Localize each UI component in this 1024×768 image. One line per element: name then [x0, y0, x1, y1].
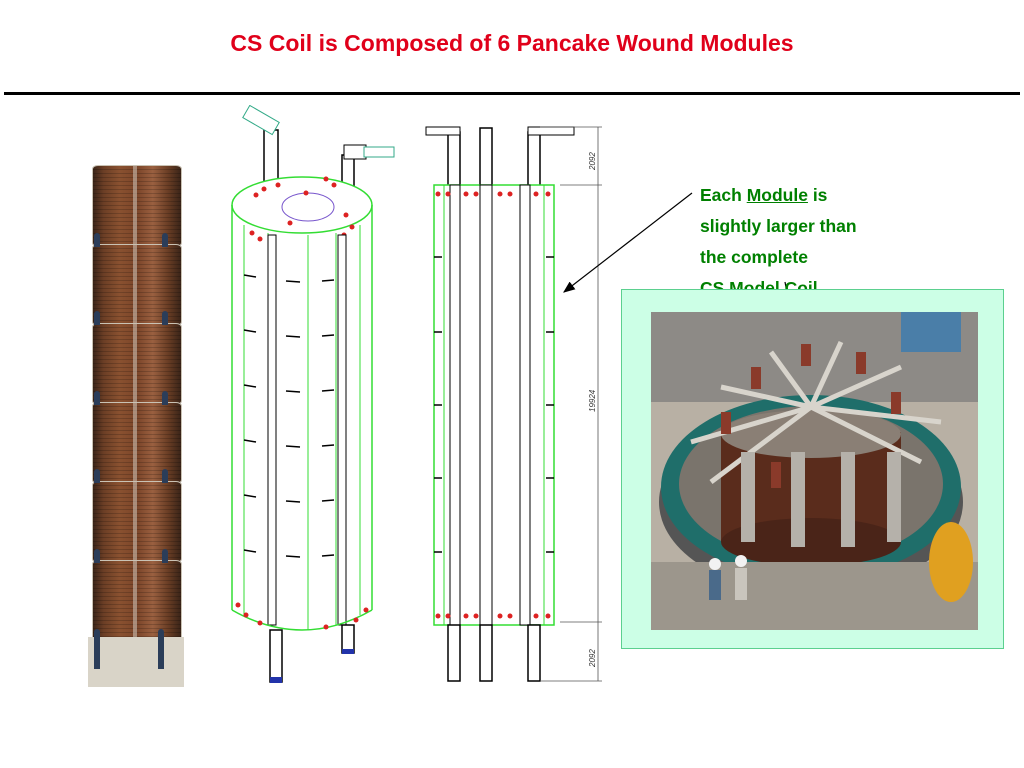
- person-figure: [162, 311, 168, 325]
- person-figure: [94, 311, 100, 325]
- callout-line-3: the complete: [700, 247, 808, 267]
- person-figure: [158, 629, 164, 669]
- person-figure: [162, 233, 168, 247]
- person-figure: [94, 549, 100, 563]
- dimension-top-label: 2092: [588, 152, 597, 171]
- module-photo-2: [92, 244, 182, 326]
- person-figure: [94, 391, 100, 405]
- module-link-text: Module: [746, 185, 808, 205]
- module-photo-6: [92, 560, 182, 642]
- person-figure: [94, 233, 100, 247]
- model-coil-illustration: [651, 312, 978, 630]
- dimension-total-label: 19924: [588, 389, 597, 412]
- person-figure: [162, 391, 168, 405]
- coil-elevation-drawing: 2092 19924 2092: [425, 126, 602, 682]
- coil-isometric-drawing: [231, 105, 395, 683]
- model-coil-photo-frame: [621, 289, 1004, 649]
- person-figure: [94, 469, 100, 483]
- person-figure: [94, 629, 100, 669]
- worker-figures: [709, 555, 747, 600]
- person-figure: [162, 549, 168, 563]
- title-divider: [4, 92, 1020, 95]
- module-photo-4: [92, 402, 182, 484]
- model-coil-photo: [651, 312, 978, 630]
- person-figure: [162, 469, 168, 483]
- stack-base: [88, 637, 184, 687]
- module-photo-1: [92, 165, 182, 247]
- slide-title: CS Coil is Composed of 6 Pancake Wound M…: [230, 30, 794, 56]
- callout-line-1: Each Module is: [700, 185, 828, 205]
- module-stack-photo: [88, 163, 184, 687]
- module-photo-5: [92, 481, 182, 563]
- dimension-bottom-label: 2092: [588, 649, 597, 668]
- module-callout: Each Module is slightly larger than the …: [700, 180, 920, 304]
- module-photo-3: [92, 323, 182, 405]
- callout-line-2: slightly larger than: [700, 216, 857, 236]
